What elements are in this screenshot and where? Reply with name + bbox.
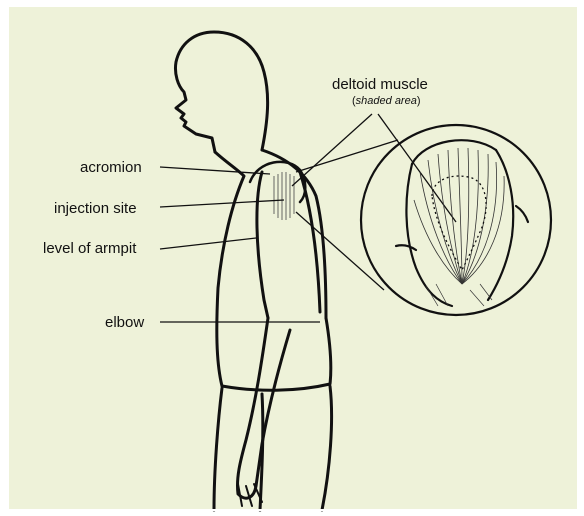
acromion-label: acromion	[80, 160, 142, 175]
shaded-area-note: (shaded area)	[352, 96, 421, 107]
diagram-background	[8, 6, 578, 510]
injection-site-label: injection site	[54, 201, 137, 216]
deltoid-muscle-label: deltoid muscle	[332, 77, 428, 92]
level-of-armpit-label: level of armpit	[43, 241, 136, 256]
shaded-area-close-paren: )	[417, 95, 421, 107]
shaded-area-text: shaded area	[356, 95, 417, 107]
elbow-label: elbow	[105, 315, 144, 330]
